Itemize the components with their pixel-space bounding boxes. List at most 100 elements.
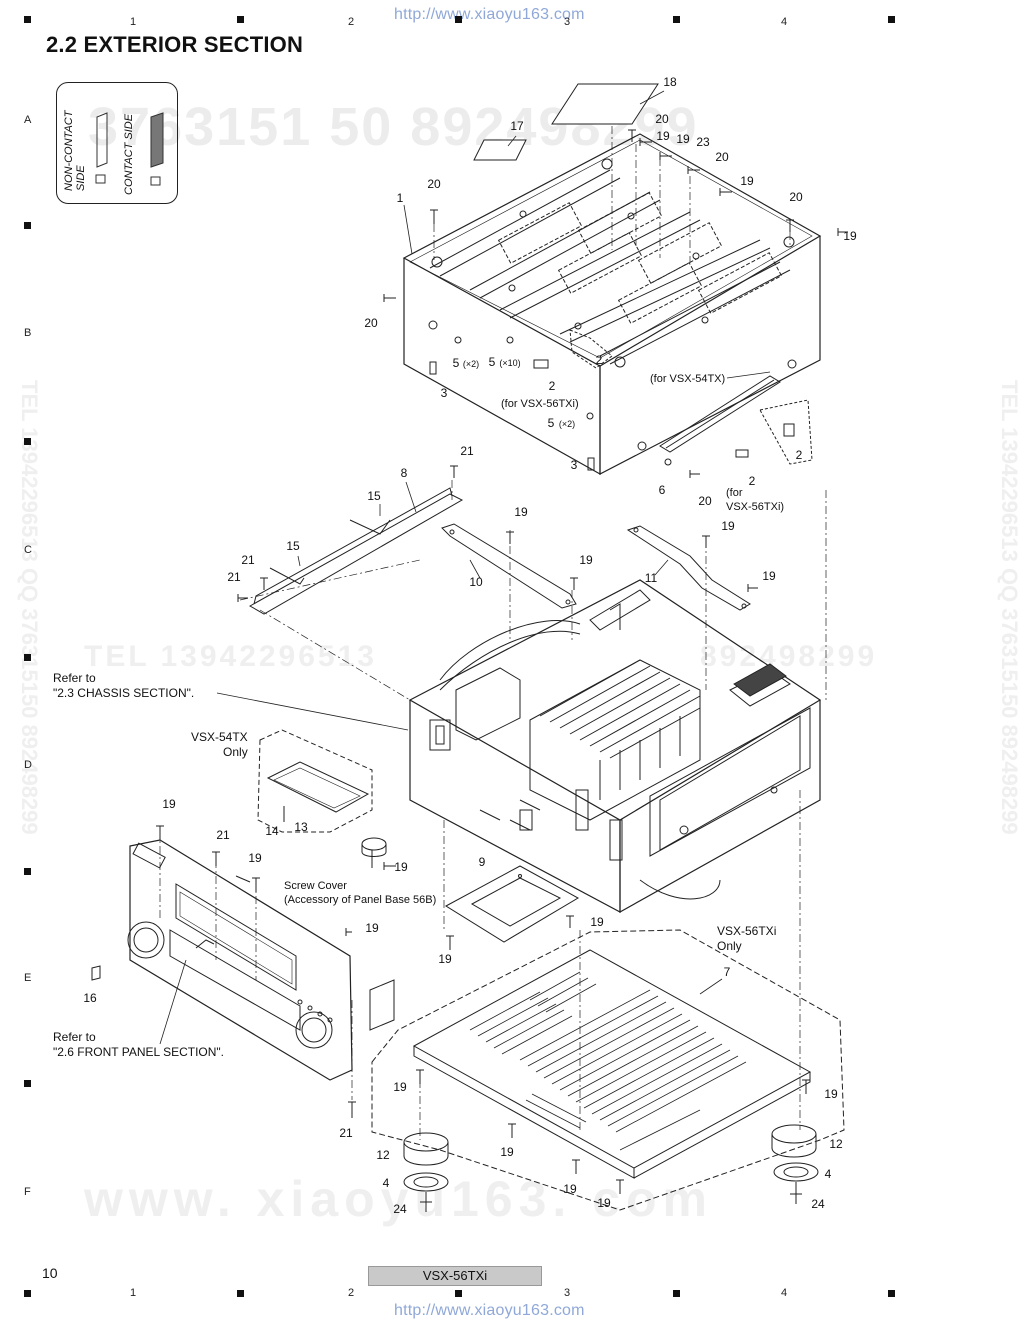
part-callout: 15 <box>286 539 300 553</box>
registration-mark <box>888 16 895 23</box>
part-callout: 19 <box>843 229 857 243</box>
part-callout: 3 <box>441 386 448 400</box>
part-callout: 19 <box>676 132 690 146</box>
registration-mark <box>24 654 31 661</box>
part-callout: 24 <box>393 1202 407 1216</box>
part-callout: 21 <box>241 553 255 567</box>
part-callout: (×2) <box>463 359 479 369</box>
part-callout: 13 <box>294 820 308 834</box>
part-callout: 21 <box>339 1126 353 1140</box>
part-callout: 19 <box>579 553 593 567</box>
part-callout: 19 <box>248 851 262 865</box>
chassis <box>408 579 822 914</box>
top-cover <box>402 133 822 476</box>
part-callout: 5 <box>489 355 496 369</box>
note-vsx56-only: VSX-56TXi Only <box>717 924 777 953</box>
vsx54-only-part-13 <box>257 729 373 833</box>
part-callout: 4 <box>825 1167 832 1181</box>
grid-row-label: A <box>24 114 32 126</box>
part-callout: 11 <box>645 571 658 585</box>
grid-column-label: 1 <box>130 16 137 28</box>
registration-mark <box>673 16 680 23</box>
assembly-guide-lines <box>159 126 827 1140</box>
part-callout: 4 <box>383 1176 390 1190</box>
contact-side-legend: NON-CONTACT SIDE CONTACT SIDE <box>56 82 178 204</box>
part-callout: 17 <box>510 119 524 133</box>
grid-row-label: F <box>24 1186 31 1198</box>
note-refer-chassis: Refer to "2.3 CHASSIS SECTION". <box>53 671 195 700</box>
part-callout: 5 <box>548 416 555 430</box>
registration-mark <box>455 1290 462 1297</box>
part-callout: 19 <box>824 1087 838 1101</box>
part-callout: 3 <box>571 458 578 472</box>
part-callout: 9 <box>479 855 486 869</box>
top-labels-shapes <box>473 83 659 161</box>
registration-mark <box>24 1290 31 1297</box>
part-callout: 21 <box>227 570 241 584</box>
part-callout: 20 <box>427 177 441 191</box>
part-callout: 19 <box>438 952 452 966</box>
watermark-tel-right: 892498299 <box>700 640 878 673</box>
grid-column-label: 3 <box>564 1287 571 1299</box>
registration-mark <box>888 1290 895 1297</box>
part-callout: 1 <box>397 191 404 205</box>
bottom-plate-9 <box>445 865 580 943</box>
part-callout: 6 <box>659 483 666 497</box>
part-callout: 2 <box>596 353 603 367</box>
grid-column-label: 4 <box>781 16 788 28</box>
registration-mark <box>24 1080 31 1087</box>
part-callout: 19 <box>740 174 754 188</box>
grid-row-label: C <box>24 544 32 556</box>
section-title: 2.2 EXTERIOR SECTION <box>46 32 304 57</box>
source-url-bottom[interactable]: http://www.xiaoyu163.com <box>394 1302 585 1319</box>
part-callout: 5 <box>453 356 460 370</box>
part-callout: 20 <box>698 494 712 508</box>
part-callout: 19 <box>162 797 176 811</box>
part-callout: 20 <box>655 112 669 126</box>
note-vsx54-only: VSX-54TX Only <box>191 730 248 759</box>
part-callout: 24 <box>811 1197 825 1211</box>
registration-mark <box>673 1290 680 1297</box>
part-callout: 19 <box>721 519 735 533</box>
part-callout: 20 <box>789 190 803 204</box>
part-16 <box>91 965 101 981</box>
registration-mark <box>455 16 462 23</box>
part-callout: 10 <box>469 575 483 589</box>
foot-right <box>771 1124 819 1204</box>
grid-column-label: 2 <box>348 1287 355 1299</box>
registration-mark <box>237 1290 244 1297</box>
part-callout: 19 <box>394 860 408 874</box>
top-screws <box>383 129 848 478</box>
leader-lines <box>159 90 771 1045</box>
part-callout: 16 <box>83 991 97 1005</box>
grid-column-label: 2 <box>348 16 355 28</box>
part-callout: 19 <box>597 1196 611 1210</box>
part-callout: 21 <box>460 444 474 458</box>
part-callout: 20 <box>364 316 378 330</box>
part-callout: 23 <box>696 135 710 149</box>
part-callout: 19 <box>590 915 604 929</box>
part-callout: 15 <box>367 489 381 503</box>
part-callout: 14 <box>265 824 279 838</box>
note-for-vsx54tx: (for VSX-54TX) <box>650 373 726 385</box>
grid-column-label: 4 <box>781 1287 788 1299</box>
registration-mark <box>24 16 31 23</box>
model-name-box: VSX-56TXi <box>368 1266 542 1286</box>
part-callout: 19 <box>514 505 528 519</box>
part-callout: 20 <box>715 150 729 164</box>
note-refer-front-panel: Refer to "2.6 FRONT PANEL SECTION". <box>53 1030 224 1059</box>
legend-tape-icons <box>95 112 164 186</box>
part-callout: 2 <box>796 448 803 462</box>
note-for-vsx56txi-2: (for VSX-56TXi) <box>726 487 785 513</box>
part-callout: 21 <box>216 828 230 842</box>
part-callout: 19 <box>365 921 379 935</box>
part-callout: 18 <box>663 75 677 89</box>
part-callout: 2 <box>549 379 556 393</box>
registration-mark <box>24 438 31 445</box>
source-url-top[interactable]: http://www.xiaoyu163.com <box>394 6 585 23</box>
registration-mark <box>237 16 244 23</box>
watermark-bottom: www. xiaoyu163. com <box>84 1171 714 1227</box>
lower-screws <box>156 531 810 1194</box>
